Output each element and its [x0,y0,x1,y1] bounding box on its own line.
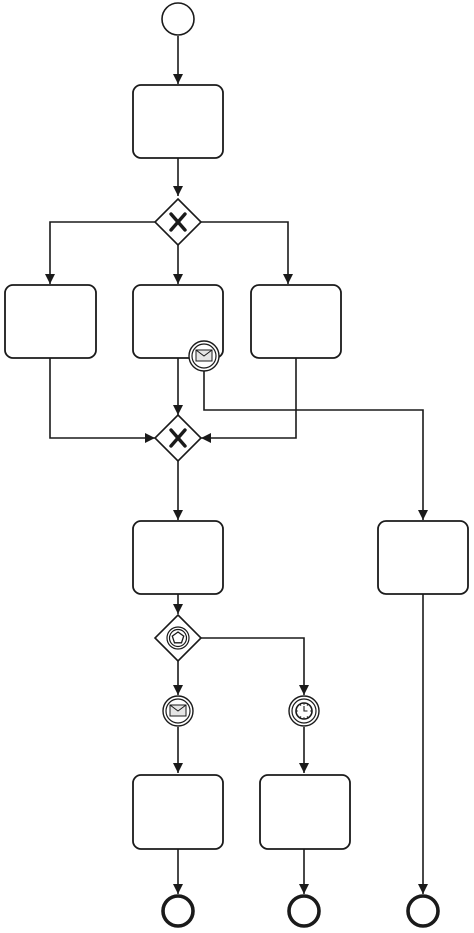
flow-task-right-to-merge[interactable] [201,358,297,443]
end-event-2[interactable] [287,894,321,928]
task-timer-path[interactable] [259,774,351,850]
intermediate-timer-catch-event[interactable] [288,695,320,727]
task-left[interactable] [4,284,97,359]
sequence-flows [45,36,428,894]
task-after-merge[interactable] [132,520,224,595]
task-right[interactable] [250,284,342,359]
flow-split-to-task-left[interactable] [45,221,156,284]
start-event[interactable] [161,2,195,36]
envelope-icon [169,704,187,717]
task-message-path[interactable] [132,774,224,850]
gateway-event-based[interactable] [153,613,203,663]
boundary-message-event[interactable] [188,340,220,372]
end-events [161,894,440,928]
end-event-3[interactable] [406,894,440,928]
gateway-merge[interactable] [153,413,203,463]
envelope-icon [195,349,213,362]
task-middle[interactable] [132,284,224,359]
flow-boundary-to-escalation[interactable] [203,371,428,520]
end-event-1[interactable] [161,894,195,928]
x-icon [169,212,187,232]
gateway-split[interactable] [153,197,203,247]
tasks [4,84,469,850]
clock-icon [295,702,313,720]
task-escalation[interactable] [377,520,469,595]
intermediate-message-catch-event[interactable] [162,695,194,727]
pentagon-icon [171,631,185,644]
task-1[interactable] [132,84,224,159]
flow-event-gateway-to-timer[interactable] [200,637,309,695]
flow-split-to-task-right[interactable] [200,221,293,284]
x-icon [169,428,187,448]
flow-task-left-to-merge[interactable] [49,358,155,443]
